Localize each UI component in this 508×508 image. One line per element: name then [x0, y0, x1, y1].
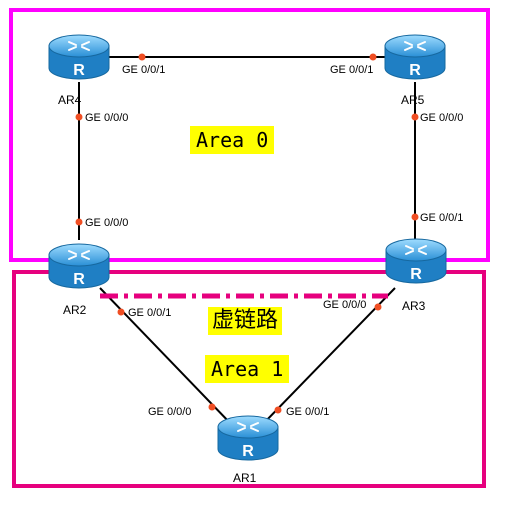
- router-name-ar2: AR2: [63, 303, 87, 317]
- virtual-link-label: 虚链路: [208, 307, 283, 335]
- port-dot: [274, 406, 282, 414]
- port-label-ar4-ge001: GE 0/0/1: [122, 64, 166, 76]
- router-icon[interactable]: [217, 415, 279, 461]
- area1-label: Area 1: [205, 355, 290, 383]
- area1-boundary: [12, 270, 486, 488]
- router-name-ar5: AR5: [401, 93, 425, 107]
- port-label-ar5-ge001: GE 0/0/1: [330, 64, 374, 76]
- router-icon[interactable]: [385, 238, 447, 284]
- router-name-ar4: AR4: [58, 93, 82, 107]
- port-label-ar3-ge000: GE 0/0/0: [323, 299, 367, 311]
- router-name-ar1: AR1: [233, 471, 257, 485]
- router-icon[interactable]: [384, 34, 446, 80]
- port-label-ar1-ge000: GE 0/0/0: [148, 406, 192, 418]
- link-ar3-ar1: [261, 287, 396, 426]
- port-label-ar5-ge000: GE 0/0/0: [420, 112, 464, 124]
- port-dot: [75, 218, 83, 226]
- port-label-ar4-ge000: GE 0/0/0: [85, 112, 129, 124]
- port-label-ar1-ge001: GE 0/0/1: [286, 406, 330, 418]
- router-icon[interactable]: [48, 243, 110, 289]
- port-label-ar2-ge000: GE 0/0/0: [85, 217, 129, 229]
- port-dot: [411, 213, 419, 221]
- area0-boundary: [9, 8, 490, 262]
- area0-label: Area 0: [190, 126, 275, 154]
- port-dot: [369, 53, 377, 61]
- port-label-ar3-ge001: GE 0/0/1: [420, 212, 464, 224]
- port-label-ar2-ge001: GE 0/0/1: [128, 307, 172, 319]
- port-dot: [75, 113, 83, 121]
- router-icon[interactable]: [48, 34, 110, 80]
- port-dot: [117, 308, 125, 316]
- port-dot: [411, 113, 419, 121]
- port-dot: [374, 303, 382, 311]
- port-dot: [138, 53, 146, 61]
- port-dot: [208, 403, 216, 411]
- router-name-ar3: AR3: [402, 299, 426, 313]
